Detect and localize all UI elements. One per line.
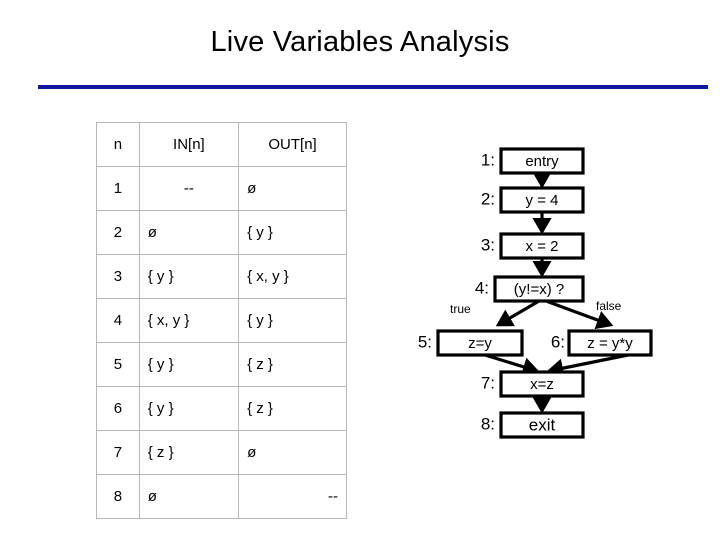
cell-n: 7 bbox=[96, 430, 140, 475]
cell-n: 6 bbox=[96, 386, 140, 431]
node-box-4[interactable] bbox=[493, 275, 585, 303]
cell-in: -- bbox=[138, 166, 240, 211]
node-box-7[interactable] bbox=[499, 370, 585, 398]
table-row: 6 { y } { z } bbox=[96, 386, 347, 431]
node-box-2[interactable] bbox=[499, 186, 585, 214]
cell-in: { y } bbox=[138, 254, 240, 299]
node-box-3[interactable] bbox=[499, 232, 585, 260]
node-box-6[interactable] bbox=[567, 329, 653, 357]
table-row: 4 { x, y } { y } bbox=[96, 298, 347, 343]
table-row: 7 { z } ø bbox=[96, 430, 347, 475]
page-title: Live Variables Analysis bbox=[210, 26, 510, 58]
cell-in: { y } bbox=[138, 386, 240, 431]
cell-n: 1 bbox=[96, 166, 140, 211]
cell-out: { z } bbox=[238, 386, 347, 431]
cell-in: ø bbox=[138, 210, 240, 255]
node-text-8: exit bbox=[529, 415, 556, 434]
column-header-n: n bbox=[96, 122, 140, 167]
node-text-7: x=z bbox=[530, 376, 554, 393]
title-divider bbox=[38, 85, 708, 89]
node-label-2: 2: bbox=[481, 189, 495, 208]
node-text-2: y = 4 bbox=[526, 192, 559, 209]
cell-in: { z } bbox=[138, 430, 240, 475]
table-row: 8 ø -- bbox=[96, 474, 347, 519]
table-row: 3 { y } { x, y } bbox=[96, 254, 347, 299]
cell-n: 3 bbox=[96, 254, 140, 299]
cell-out: ø bbox=[238, 430, 347, 475]
node-box-5[interactable] bbox=[436, 329, 524, 357]
cell-out: { x, y } bbox=[238, 254, 347, 299]
node-text-6: z = y*y bbox=[587, 335, 633, 352]
cell-out: { z } bbox=[238, 342, 347, 387]
column-header-out: OUT[n] bbox=[238, 122, 347, 167]
node-label-3: 3: bbox=[481, 235, 495, 254]
cell-in: { x, y } bbox=[138, 298, 240, 343]
cell-in: { y } bbox=[138, 342, 240, 387]
node-text-1: entry bbox=[525, 153, 559, 170]
node-box-8[interactable] bbox=[499, 411, 585, 439]
cell-out: { y } bbox=[238, 298, 347, 343]
node-label-8: 8: bbox=[481, 414, 495, 433]
column-header-in: IN[n] bbox=[138, 122, 240, 167]
node-text-3: x = 2 bbox=[526, 238, 559, 255]
cell-n: 4 bbox=[96, 298, 140, 343]
node-text-4: (y!=x) ? bbox=[514, 281, 564, 298]
edge-label-false: false bbox=[596, 299, 622, 313]
node-label-1: 1: bbox=[481, 150, 495, 169]
node-label-5: 5: bbox=[418, 332, 432, 351]
node-label-7: 7: bbox=[481, 373, 495, 392]
edge-5-to-7 bbox=[484, 353, 540, 377]
cell-out: { y } bbox=[238, 210, 347, 255]
cell-n: 5 bbox=[96, 342, 140, 387]
node-text-5: z=y bbox=[468, 335, 492, 352]
node-box-1[interactable] bbox=[499, 147, 585, 175]
node-label-6: 6: bbox=[551, 332, 565, 351]
cell-out: -- bbox=[238, 474, 347, 519]
cell-n: 8 bbox=[96, 474, 140, 519]
cell-n: 2 bbox=[96, 210, 140, 255]
node-label-4: 4: bbox=[475, 278, 489, 297]
edge-4-to-5-true bbox=[495, 299, 540, 327]
cell-in: ø bbox=[138, 474, 240, 519]
edge-6-to-7 bbox=[546, 353, 629, 378]
edge-4-to-6-false bbox=[545, 299, 614, 330]
edge-label-true: true bbox=[450, 302, 471, 316]
table-row: 1 -- ø bbox=[96, 166, 347, 211]
table-row: 5 { y } { z } bbox=[96, 342, 347, 387]
table-row: 2 ø { y } bbox=[96, 210, 347, 255]
control-flow-graph: 1: entry 2: y = 4 3: x = 2 4: (y!=x) ? t… bbox=[415, 140, 720, 450]
table-header-row: n IN[n] OUT[n] bbox=[96, 122, 347, 167]
live-variables-table: n IN[n] OUT[n] 1 -- ø 2 ø { y } 3 { y } … bbox=[96, 122, 347, 519]
cell-out: ø bbox=[238, 166, 347, 211]
